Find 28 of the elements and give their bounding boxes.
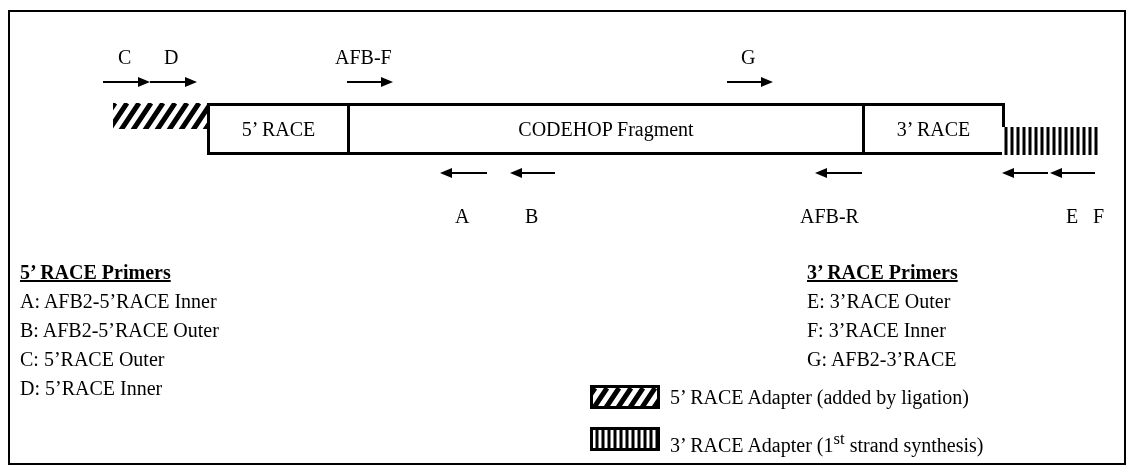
segment-label: CODEHOP Fragment xyxy=(518,117,694,141)
sequence-segment xyxy=(862,103,1005,155)
sequence-segment xyxy=(207,103,350,155)
list-heading: 3’ RACE Primers xyxy=(807,261,958,283)
sequence-segment xyxy=(347,103,865,155)
primer-label: AFB-R xyxy=(800,205,859,227)
segment-label: 5’ RACE xyxy=(241,117,316,141)
primer-list-item: G: AFB2-3’RACE xyxy=(807,348,957,370)
primer-label: G xyxy=(741,46,756,68)
primer-label: AFB-F xyxy=(335,46,392,68)
primer-list-item: E: 3’RACE Outer xyxy=(807,290,951,312)
primer-label: E xyxy=(1066,205,1079,227)
primer-label: C xyxy=(118,46,132,68)
adapter-bar xyxy=(1002,127,1098,155)
primer-list-item: F: 3’RACE Inner xyxy=(807,319,946,341)
primer-list-item: A: AFB2-5’RACE Inner xyxy=(20,290,217,312)
list-heading: 5’ RACE Primers xyxy=(20,261,171,283)
adapter-bar xyxy=(113,103,210,129)
primer-list-item: D: 5’RACE Inner xyxy=(20,377,163,399)
primer-label: B xyxy=(525,205,539,227)
segment-label: 3’ RACE xyxy=(896,117,971,141)
legend-text: 3’ RACE Adapter (1$^{st}$ strand synthesis) xyxy=(670,428,984,456)
primer-label: A xyxy=(455,205,470,227)
primer-list-item: B: AFB2-5’RACE Outer xyxy=(20,319,219,341)
primer-list-item: C: 5’RACE Outer xyxy=(20,348,165,370)
legend-text: 5’ RACE Adapter (added by ligation) xyxy=(670,386,969,408)
primer-label: F xyxy=(1093,205,1105,227)
primer-label: D xyxy=(164,46,179,68)
